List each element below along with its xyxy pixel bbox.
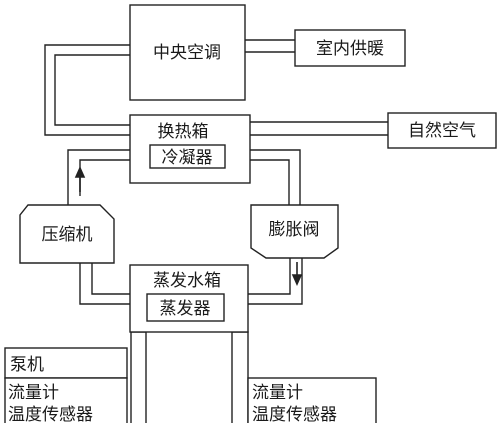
indoor-heating-label: 室内供暖 [316, 39, 384, 59]
pipe-compressor-evaporator-outer [79, 262, 147, 305]
compressor-label: 压缩机 [42, 225, 93, 245]
central-ac-box [129, 4, 246, 101]
condenser-box [149, 144, 226, 169]
evaporator-box [146, 293, 225, 322]
pipe-ac-left-inner [54, 54, 130, 126]
arrow-up-icon [74, 166, 86, 178]
compressor-shape [19, 204, 115, 264]
temp-sensor-right-label: 温度传感器 [252, 405, 337, 423]
pump-label: 泵机 [10, 355, 44, 375]
heat-exchange-box-label: 换热箱 [158, 122, 209, 142]
flow-meter-right-label: 流量计 [252, 383, 303, 403]
arrow-down-icon [291, 274, 303, 286]
water-pipe-left [130, 331, 147, 428]
water-pipe-right [231, 331, 249, 428]
flow-meter-left-label: 流量计 [8, 383, 59, 403]
expansion-valve-shape [250, 204, 339, 259]
natural-air-label: 自然空气 [408, 121, 476, 141]
expansion-valve-label: 膨胀阀 [269, 220, 320, 240]
pipe-compressor-evaporator-inner [91, 262, 147, 295]
temp-sensor-left-label: 温度传感器 [8, 405, 93, 423]
indoor-heating-box [294, 29, 406, 67]
right-sensor-box [247, 377, 377, 428]
pipe-valve-evaporator-outer [224, 257, 303, 305]
pipe-ac-left-outer [44, 44, 130, 136]
evaporation-tank-label: 蒸发水箱 [153, 271, 221, 291]
condenser-label: 冷凝器 [162, 148, 213, 168]
central-ac-label: 中央空调 [153, 43, 221, 63]
pipe-condenser-compressor-outer [67, 149, 150, 205]
natural-air-box [387, 112, 497, 149]
left-sensor-box [4, 377, 128, 428]
evaporator-label: 蒸发器 [160, 299, 211, 319]
